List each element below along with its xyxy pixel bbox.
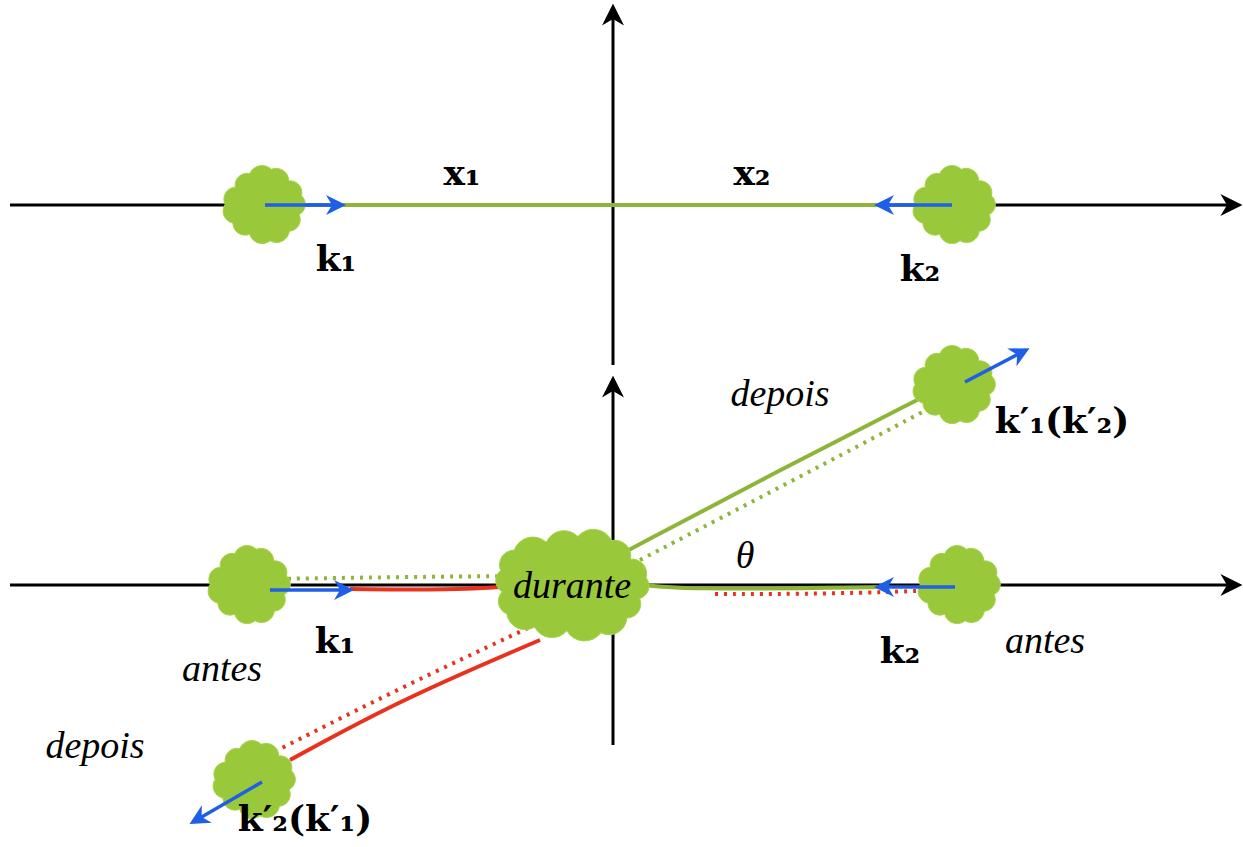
- trajectory: [340, 203, 880, 207]
- particle-blob: [918, 545, 1000, 623]
- momentum-arrow: [265, 203, 342, 207]
- trajectory: [640, 408, 930, 560]
- momentum-arrow: [965, 350, 1026, 382]
- vector-label: k₁: [315, 622, 356, 658]
- vector-label: x₂: [733, 154, 770, 190]
- trajectory: [628, 583, 885, 589]
- trajectory: [270, 576, 520, 579]
- vector-label: k′₂(k′₁): [238, 800, 372, 836]
- particle-blob: [208, 545, 290, 623]
- trajectory: [715, 590, 945, 594]
- stage-label: θ: [736, 536, 755, 574]
- stage-label: antes: [1005, 621, 1085, 659]
- axis: [10, 204, 1238, 207]
- stage-label: antes: [182, 649, 262, 687]
- stage-label: depois: [45, 726, 144, 764]
- momentum-arrow: [878, 585, 955, 589]
- node-text: durante: [513, 566, 631, 604]
- particle-blob: [913, 345, 995, 423]
- vector-label: x₁: [443, 154, 480, 190]
- stage-label: depois: [730, 374, 829, 412]
- interaction-cloud: durante: [493, 535, 651, 635]
- vector-label: k₂: [880, 632, 921, 668]
- vector-label: k′₁(k′₂): [995, 402, 1129, 438]
- trajectory: [290, 640, 540, 760]
- trajectory: [350, 586, 515, 589]
- momentum-arrow: [878, 203, 952, 207]
- axis: [612, 8, 615, 365]
- momentum-arrow: [270, 588, 350, 592]
- vector-label: k₁: [316, 240, 357, 276]
- vector-label: k₂: [900, 250, 941, 286]
- trajectory: [625, 396, 925, 552]
